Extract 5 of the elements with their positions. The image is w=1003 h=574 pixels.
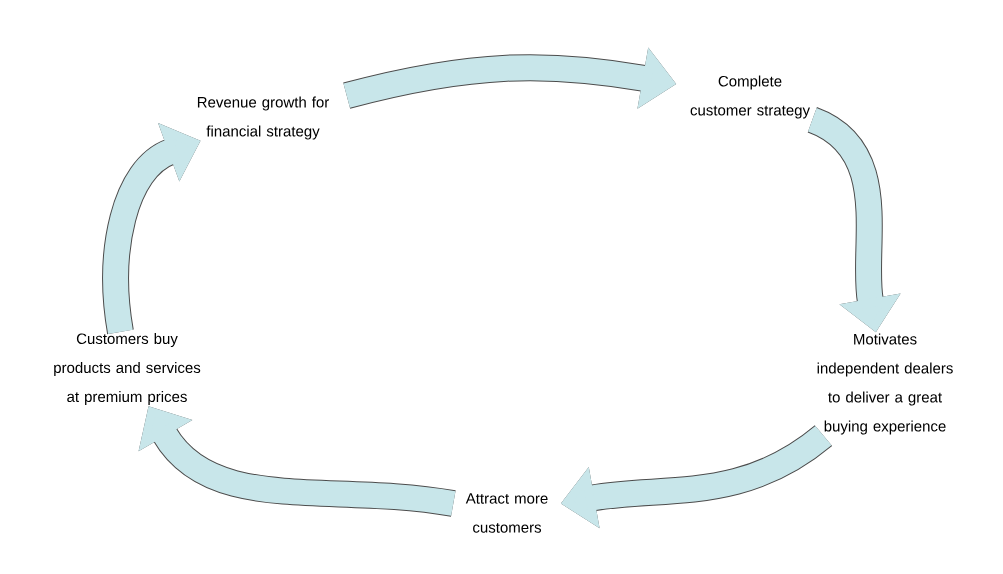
cycle-step-text: Complete customer strategy: [690, 75, 810, 119]
cycle-step-text: Revenue growth for financial strategy: [197, 96, 329, 140]
cycle-step-text: Attract more customers: [465, 493, 548, 533]
cycle-step-text: Customers buy products and services at premium prices: [54, 333, 201, 405]
cycle-step-text: Motivates independent dealers to deliver a great buying experience: [817, 333, 953, 435]
